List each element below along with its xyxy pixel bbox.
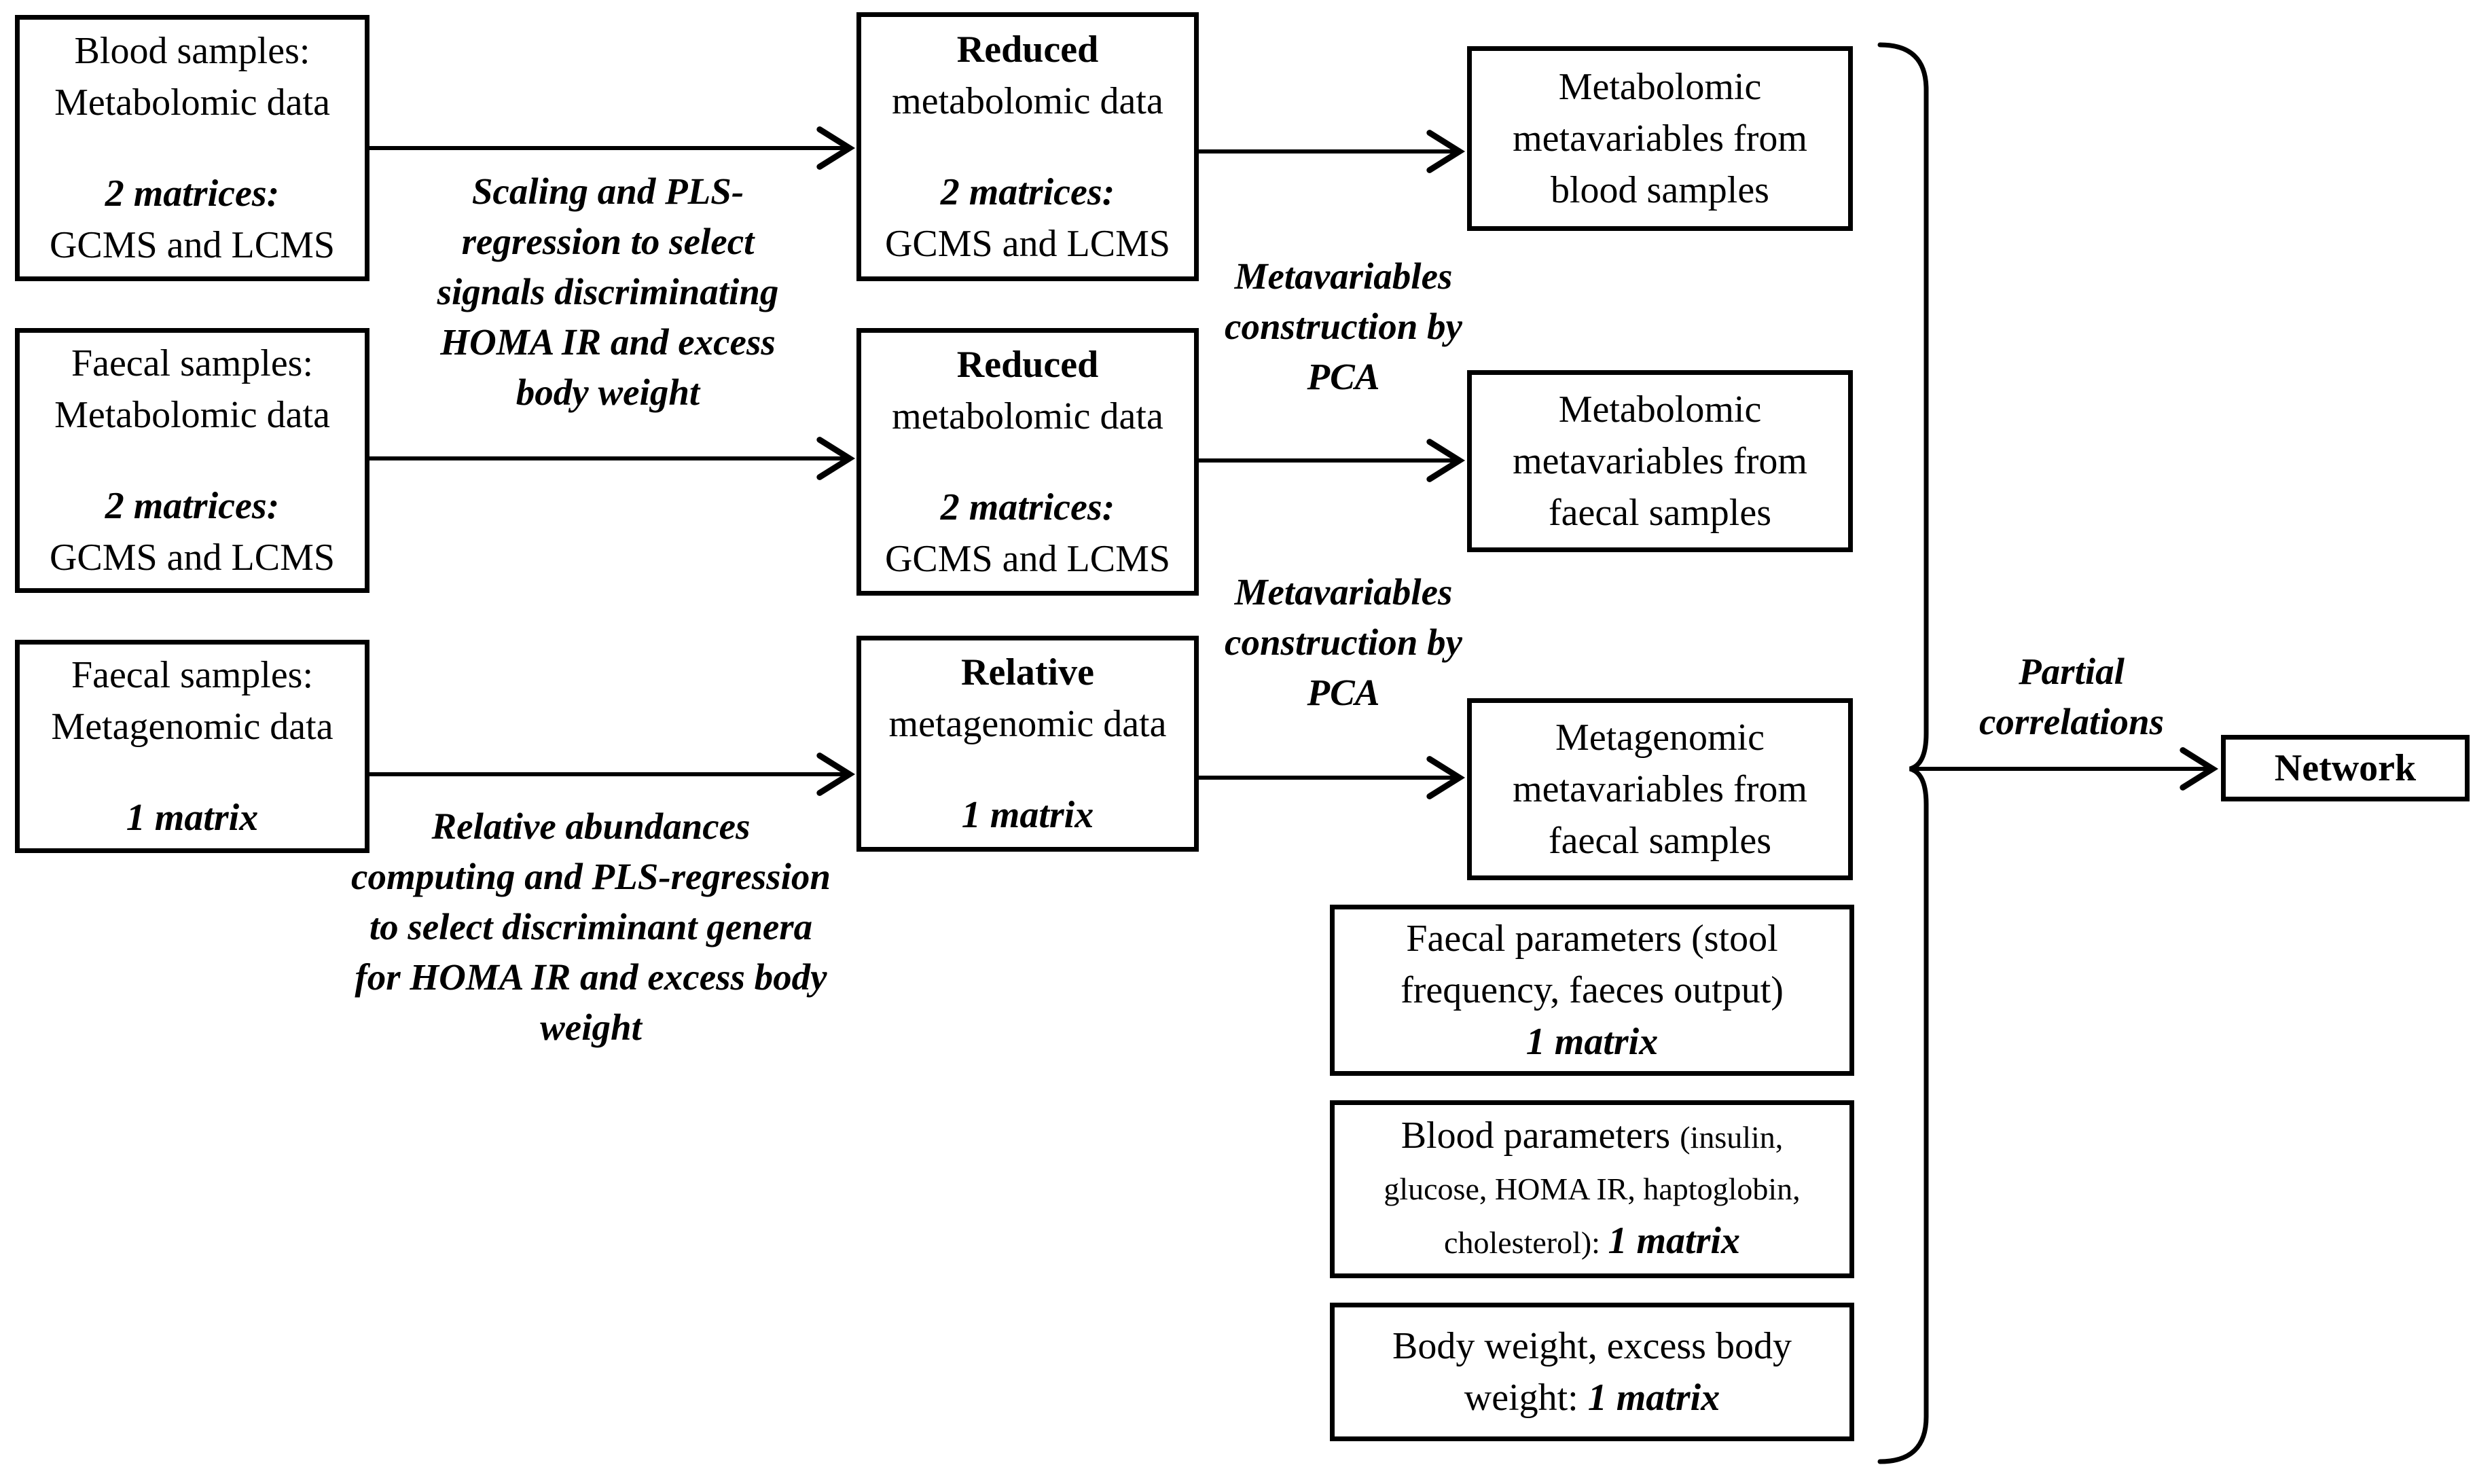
box-blood-parameters: Blood parameters (insulin, glucose, HOMA… xyxy=(1330,1100,1854,1278)
label-relative-abundances-pls: Relative abundances computing and PLS-re… xyxy=(351,806,831,1048)
label-metavariables-pca-bottom: Metavariables construction by PCA xyxy=(1225,571,1462,713)
box-line: GCMS and LCMS xyxy=(49,224,336,266)
box-line: metagenomic data xyxy=(888,703,1167,745)
label-partial-correlations: Partial correlations xyxy=(1979,651,2164,742)
box-line-matrices: 2 matrices: xyxy=(105,485,280,527)
box-text: Metabolomic metavariables from faecal sa… xyxy=(1513,388,1807,534)
box-text: Metabolomic metavariables from blood sam… xyxy=(1513,66,1807,211)
box-text-part: Blood parameters xyxy=(1401,1115,1680,1157)
box-line-matrices: 2 matrices: xyxy=(105,173,280,215)
box-text-part-small: cholesterol): xyxy=(1444,1225,1608,1260)
box-faecal-metabolomic: Faecal samples: Metabolomic data 2 matri… xyxy=(15,328,369,593)
box-line-title: Reduced xyxy=(956,344,1099,386)
box-line: metabolomic data xyxy=(892,395,1163,437)
box-network: Network xyxy=(2221,735,2470,801)
label-scaling-pls-regression: Scaling and PLS- regression to select si… xyxy=(437,170,779,413)
box-line: GCMS and LCMS xyxy=(884,223,1171,265)
box-line-matrices: 2 matrices: xyxy=(940,171,1115,213)
box-line: GCMS and LCMS xyxy=(884,538,1171,580)
box-reduced-blood: Reduced metabolomic data 2 matrices: GCM… xyxy=(856,12,1199,281)
box-relative-metagenomic: Relative metagenomic data 1 matrix xyxy=(856,636,1199,852)
box-line-matrices: 1 matrix xyxy=(126,797,259,839)
box-text-part: weight: xyxy=(1464,1377,1588,1419)
box-line-title: Relative xyxy=(961,651,1094,693)
box-line: Faecal parameters (stool xyxy=(1406,918,1778,960)
box-line-matrices: 1 matrix xyxy=(961,794,1094,836)
box-line-small: glucose, HOMA IR, haptoglobin, xyxy=(1384,1172,1801,1206)
box-line: Metabolomic data xyxy=(54,394,330,436)
box-line-matrices: 1 matrix xyxy=(1525,1021,1659,1063)
box-line: Faecal samples: xyxy=(71,342,314,384)
box-line: frequency, faeces output) xyxy=(1401,969,1784,1011)
box-reduced-faecal: Reduced metabolomic data 2 matrices: GCM… xyxy=(856,328,1199,596)
box-body-weight: Body weight, excess body weight: 1 matri… xyxy=(1330,1303,1854,1441)
box-faecal-metagenomic: Faecal samples: Metagenomic data 1 matri… xyxy=(15,640,369,853)
box-line: Metagenomic data xyxy=(51,706,333,748)
box-line-title: Reduced xyxy=(956,29,1099,71)
box-faecal-parameters: Faecal parameters (stool frequency, faec… xyxy=(1330,905,1854,1076)
box-line: GCMS and LCMS xyxy=(49,537,336,579)
box-metavars-faecal-metabolomic: Metabolomic metavariables from faecal sa… xyxy=(1467,370,1853,552)
box-metavars-blood: Metabolomic metavariables from blood sam… xyxy=(1467,46,1853,231)
box-line: Faecal samples: xyxy=(71,654,314,696)
network-label: Network xyxy=(2274,747,2417,789)
box-text-part-small: (insulin, xyxy=(1680,1120,1784,1155)
box-line: cholesterol): 1 matrix xyxy=(1444,1215,1740,1269)
box-line-matrices: 2 matrices: xyxy=(940,486,1115,528)
box-blood-metabolomic: Blood samples: Metabolomic data 2 matric… xyxy=(15,15,369,281)
box-line: weight: 1 matrix xyxy=(1464,1372,1720,1424)
box-text: Metagenomic metavariables from faecal sa… xyxy=(1513,717,1807,862)
box-line: Blood samples: xyxy=(74,30,310,72)
box-line: metabolomic data xyxy=(892,80,1163,122)
label-metavariables-pca-top: Metavariables construction by PCA xyxy=(1225,255,1462,397)
box-metavars-faecal-metagenomic: Metagenomic metavariables from faecal sa… xyxy=(1467,698,1853,880)
box-line-matrices: 1 matrix xyxy=(1608,1220,1740,1262)
grouping-brace xyxy=(1877,42,1929,1464)
box-line-matrices: 1 matrix xyxy=(1587,1377,1720,1419)
box-line: Body weight, excess body xyxy=(1392,1325,1792,1367)
box-line: Blood parameters (insulin, xyxy=(1401,1110,1784,1163)
box-line: Metabolomic data xyxy=(54,82,330,124)
